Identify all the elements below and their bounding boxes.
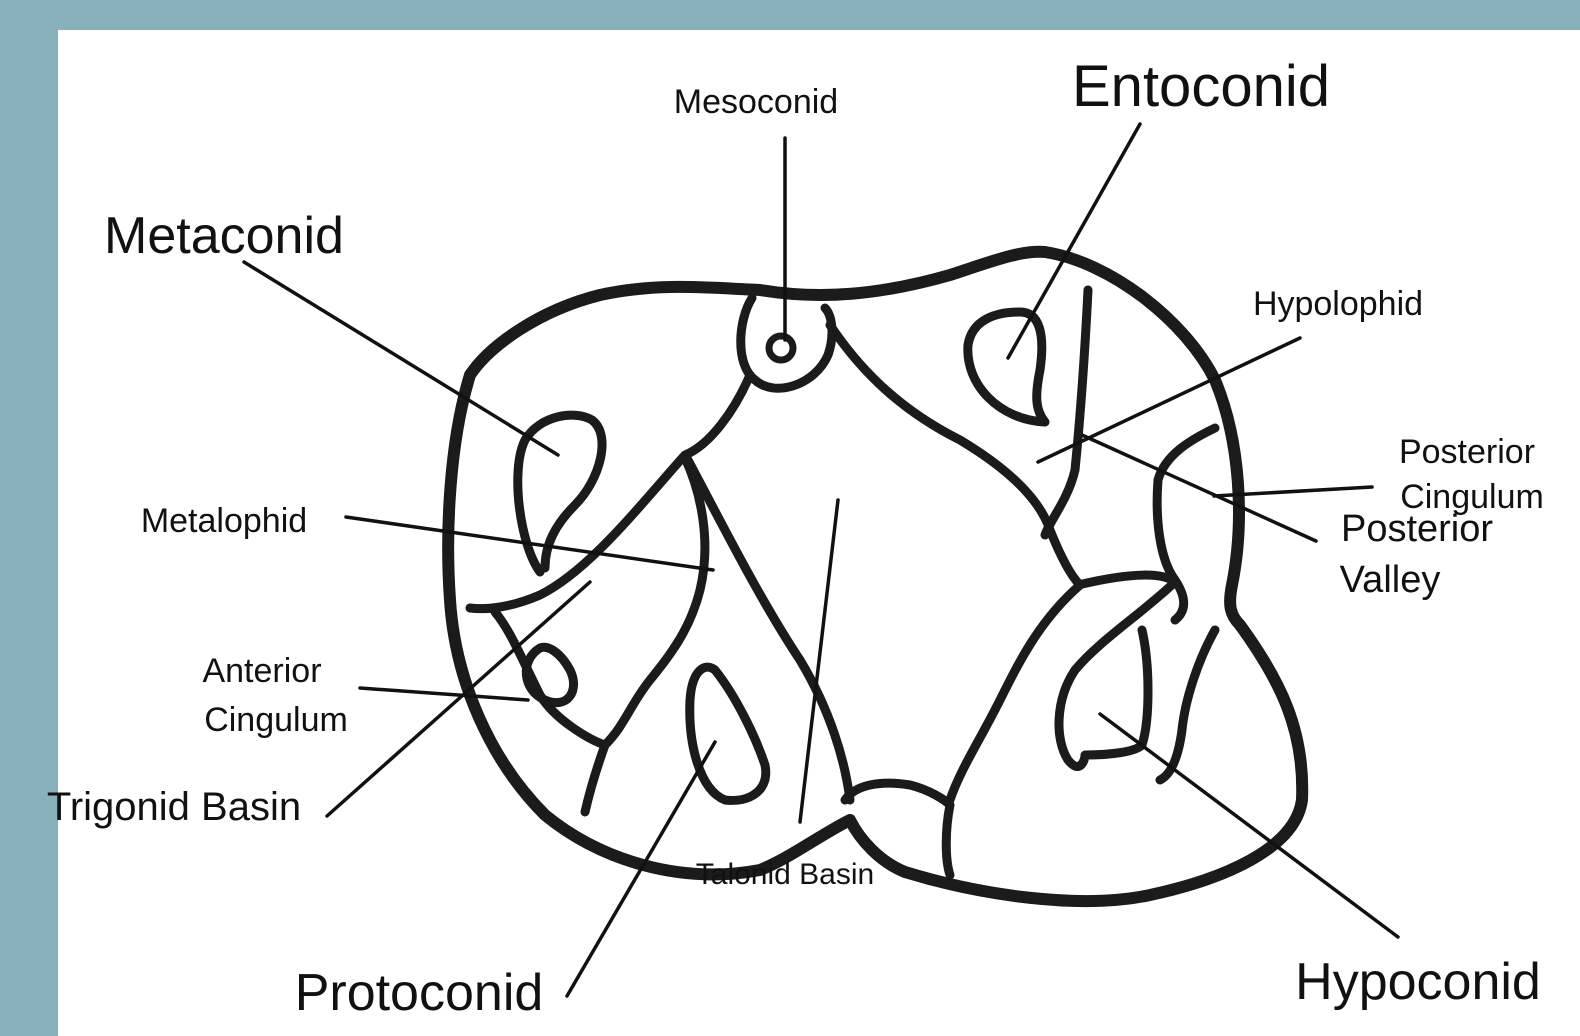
label-talonid-basin: Talonid Basin: [696, 858, 874, 891]
hypoconid-leader: [1100, 714, 1398, 937]
protoconid-cusp: [690, 667, 766, 800]
entoconid-leader: [1008, 124, 1140, 358]
label-anterior-cingulum-2: Cingulum: [204, 701, 348, 739]
hypoconid-inner-ridge: [1160, 630, 1215, 780]
talonid-right-ridge: [830, 325, 1080, 800]
label-metalophid: Metalophid: [141, 502, 307, 540]
label-hypoconid: Hypoconid: [1295, 953, 1541, 1011]
label-protoconid: Protoconid: [295, 964, 544, 1022]
label-posterior-cingulum-1: Posterior: [1399, 433, 1535, 471]
label-entoconid: Entoconid: [1072, 54, 1330, 119]
hypolophid-ridge: [1045, 290, 1088, 535]
label-hypolophid: Hypolophid: [1253, 285, 1423, 323]
entoconid-cusp: [968, 312, 1045, 422]
mesoconid-dot: [769, 336, 793, 360]
label-anterior-cingulum-1: Anterior: [202, 652, 321, 690]
anterior-cingulum-leader: [360, 688, 528, 700]
metaconid-leader: [244, 262, 558, 455]
label-posterior-valley-1: Posterior: [1341, 508, 1493, 550]
label-mesoconid: Mesoconid: [674, 83, 838, 121]
label-metaconid: Metaconid: [104, 207, 344, 265]
label-trigonid-basin: Trigonid Basin: [47, 785, 301, 829]
posterior-valley-ridge: [1059, 575, 1175, 767]
posterior-valley-leader: [1082, 435, 1316, 541]
label-posterior-valley-2: Valley: [1340, 559, 1441, 601]
